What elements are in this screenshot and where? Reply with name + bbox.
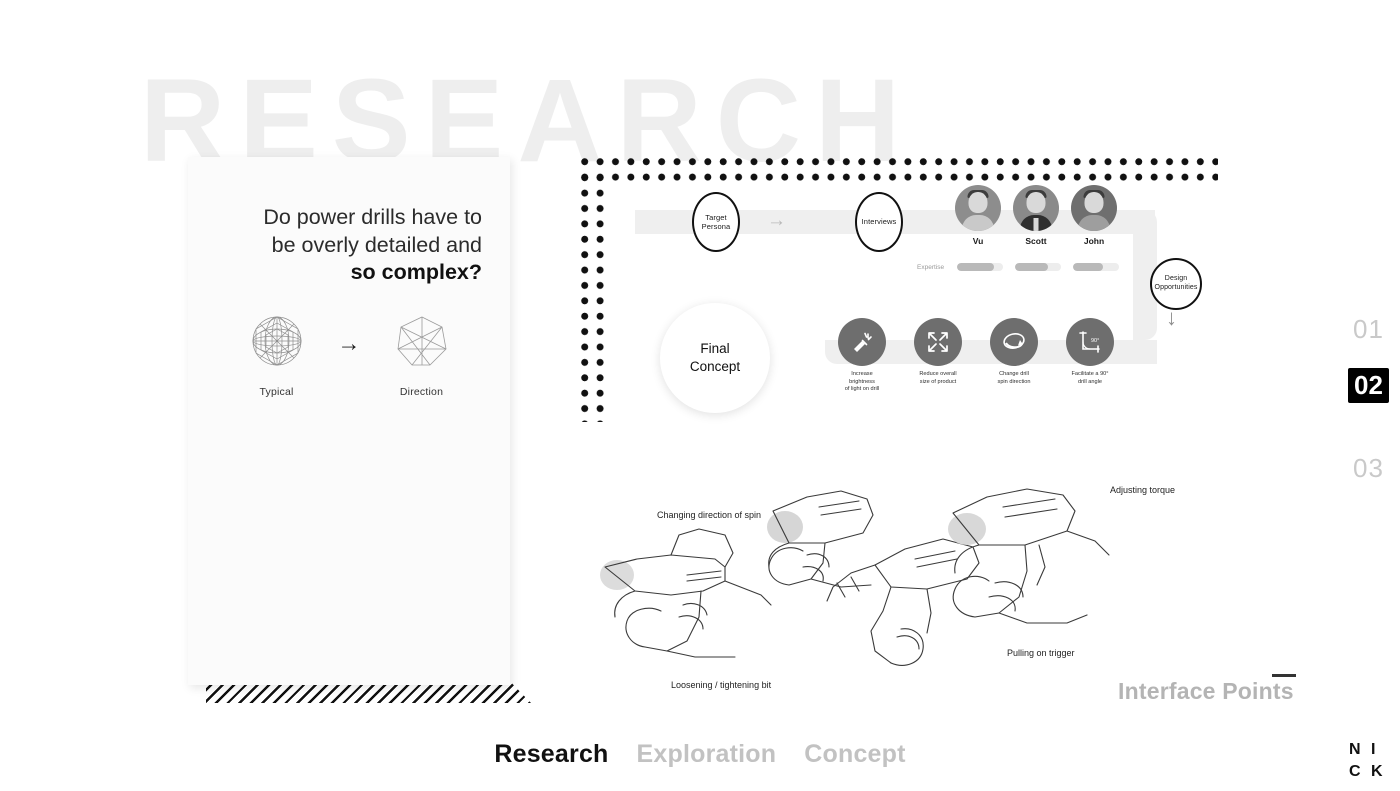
avatar bbox=[1071, 185, 1117, 231]
flow-arrow-right-icon: → bbox=[767, 210, 786, 231]
node-design-line2: Opportunities bbox=[1154, 284, 1198, 291]
flow-arrow-down-icon: ↓ bbox=[1166, 305, 1177, 330]
sketch-label-loosen: Loosening / tightening bit bbox=[671, 680, 772, 690]
brand-logo[interactable]: N I C K bbox=[1349, 739, 1386, 782]
drill-hand-sketch-icon bbox=[600, 488, 1110, 666]
persona-card[interactable]: Scott bbox=[1013, 185, 1059, 246]
opportunity-item[interactable]: 90° Facilitate a 90°drill angle bbox=[1066, 318, 1114, 394]
expertise-meters: Expertise bbox=[917, 263, 1119, 271]
node-persona-line1: Target bbox=[705, 212, 727, 222]
question-line-1: Do power drills have to bbox=[263, 205, 482, 229]
opportunity-caption-line1: Reduce overall bbox=[919, 371, 957, 377]
opportunity-caption-line2: drill angle bbox=[1078, 378, 1102, 385]
page-indicator-group: 01 02 03 bbox=[1348, 316, 1389, 507]
svg-text:90°: 90° bbox=[1091, 338, 1099, 344]
nav-item-exploration[interactable]: Exploration bbox=[636, 740, 777, 768]
avatar bbox=[1013, 185, 1059, 231]
shape-direction: Direction bbox=[380, 309, 464, 398]
sketch-label-spin: Changing direction of spin bbox=[657, 510, 762, 520]
page-indicator-01[interactable]: 01 bbox=[1353, 314, 1384, 344]
nav-item-concept[interactable]: Concept bbox=[804, 740, 906, 768]
final-concept-line2: Concept bbox=[689, 359, 741, 374]
opportunity-caption-line2: size of product bbox=[919, 378, 957, 385]
persona-name: Scott bbox=[1025, 236, 1047, 246]
node-interviews-label: Interviews bbox=[861, 217, 897, 227]
flow-node-interviews[interactable]: Interviews bbox=[855, 192, 903, 252]
transition-arrow-icon: → bbox=[337, 330, 361, 356]
dot-pattern-band bbox=[575, 152, 1218, 186]
final-concept-line1: Final bbox=[700, 341, 730, 357]
nav-item-research[interactable]: Research bbox=[494, 740, 609, 768]
persona-card[interactable]: John bbox=[1071, 185, 1117, 246]
simple-polygon-icon bbox=[390, 316, 454, 377]
node-persona-line2: Persona bbox=[701, 222, 731, 231]
persona-name: John bbox=[1083, 236, 1105, 246]
persona-avatar-group: Vu Scott John bbox=[955, 185, 1117, 246]
question-card: Do power drills have to be overly detail… bbox=[188, 157, 510, 685]
opportunity-caption-line2: spin direction bbox=[997, 378, 1031, 385]
expertise-label: Expertise bbox=[917, 263, 945, 271]
flashlight-icon bbox=[838, 318, 886, 366]
question-line-2: be overly detailed and bbox=[271, 232, 482, 257]
question-text: Do power drills have to be overly detail… bbox=[216, 204, 482, 287]
section-nav: Research Exploration Concept bbox=[0, 740, 1400, 769]
question-emphasis: so complex? bbox=[350, 260, 482, 285]
shape-direction-caption: Direction bbox=[399, 386, 444, 398]
shrink-arrows-icon bbox=[914, 318, 962, 366]
shape-typical-caption: Typical bbox=[259, 386, 294, 398]
rotation-loop-icon bbox=[990, 318, 1038, 366]
persona-card[interactable]: Vu bbox=[955, 185, 1001, 246]
interface-points-sketches: Changing direction of spin Loosening / t… bbox=[575, 455, 1195, 705]
avatar bbox=[955, 185, 1001, 231]
section-title-rule bbox=[1272, 674, 1296, 677]
dot-pattern-column bbox=[575, 168, 609, 422]
shape-typical: Typical bbox=[235, 309, 319, 398]
opportunity-caption-line2: of light on drill bbox=[844, 386, 880, 393]
opportunity-caption-line1: Change drill bbox=[999, 371, 1029, 377]
shape-comparison: Typical → Direction bbox=[188, 309, 510, 398]
page-indicator-03[interactable]: 03 bbox=[1353, 453, 1384, 483]
logo-line-2: C K bbox=[1349, 762, 1386, 780]
expertise-bar bbox=[1015, 263, 1061, 271]
expertise-bar bbox=[957, 263, 1003, 271]
sketch-label-trigger: Pulling on trigger bbox=[1007, 648, 1075, 658]
opportunity-caption-line1: Increase brightness bbox=[849, 371, 875, 385]
expertise-bar bbox=[1073, 263, 1119, 271]
node-design-line1: Design bbox=[1164, 275, 1188, 283]
page-indicator-02[interactable]: 02 bbox=[1348, 368, 1389, 403]
opportunity-caption-line1: Facilitate a 90° bbox=[1071, 371, 1109, 377]
logo-line-1: N I bbox=[1349, 741, 1379, 758]
section-title: Interface Points bbox=[1118, 678, 1294, 704]
sketch-label-torque: Adjusting torque bbox=[1110, 485, 1176, 495]
persona-name: Vu bbox=[972, 236, 984, 246]
right-angle-icon: 90° bbox=[1066, 318, 1114, 366]
complex-polyhedron-icon bbox=[245, 316, 309, 377]
